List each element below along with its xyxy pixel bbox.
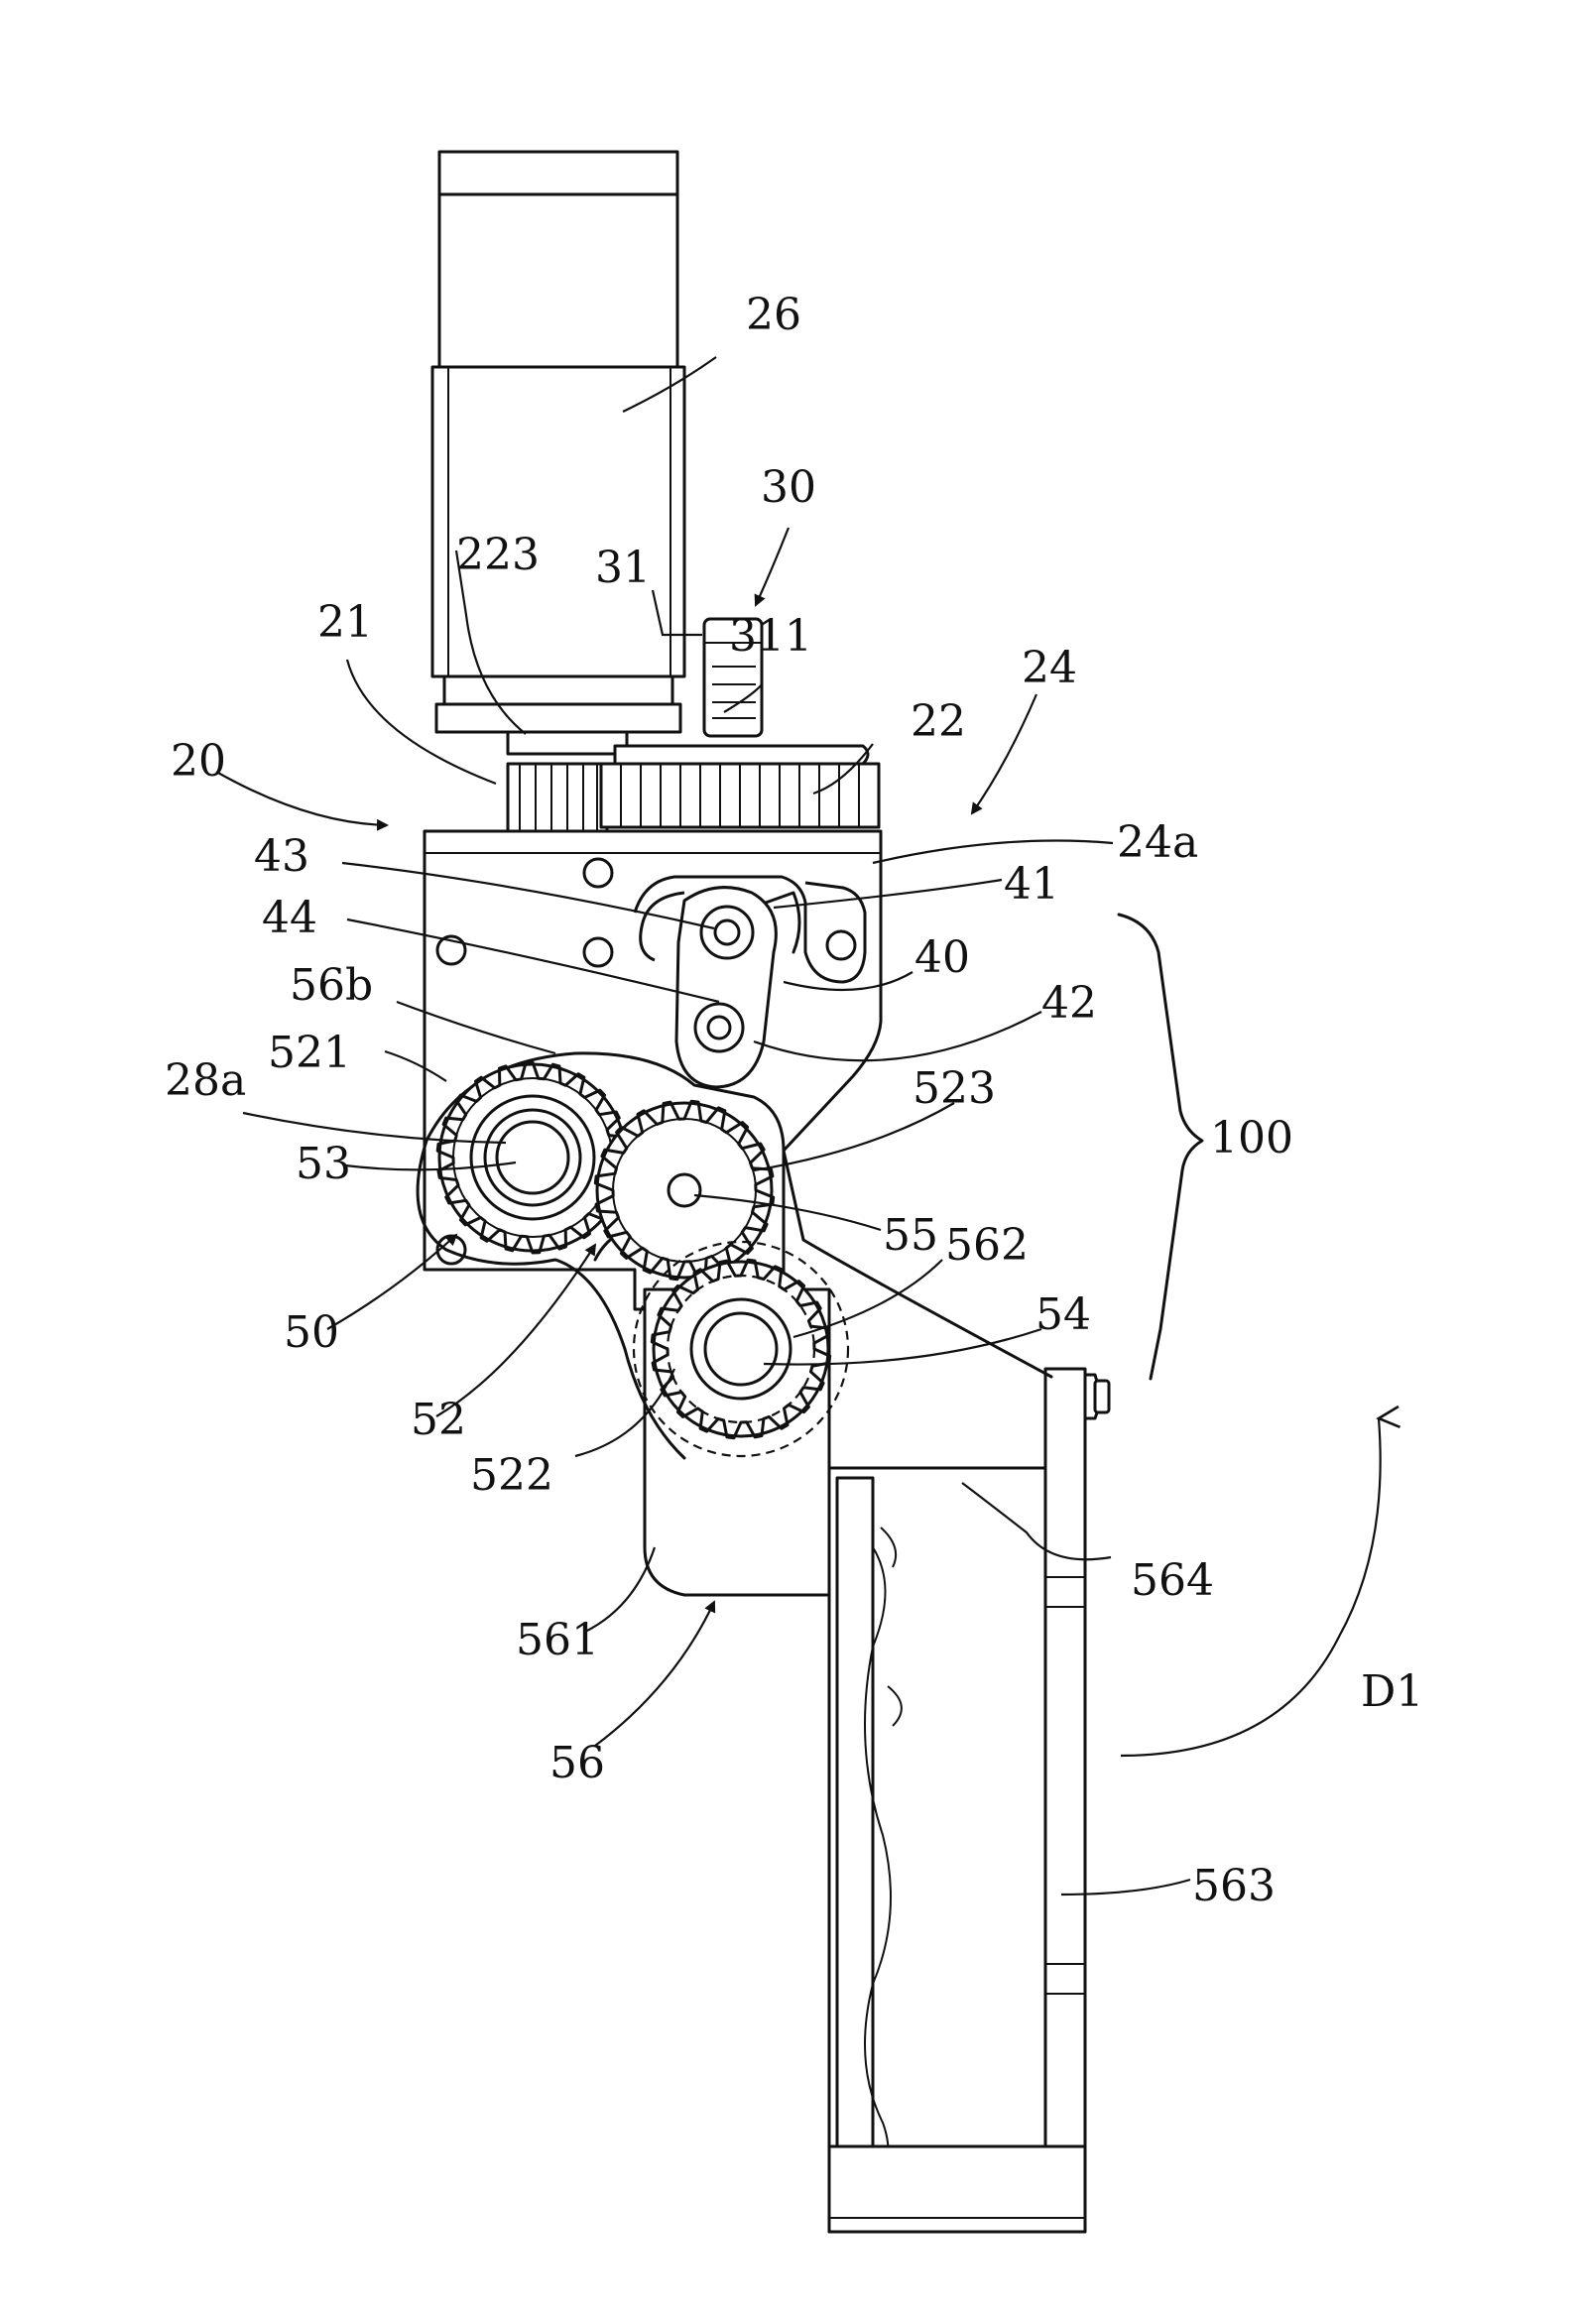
label-30: 30 bbox=[761, 462, 816, 513]
label-24: 24 bbox=[1022, 643, 1077, 693]
label-311: 311 bbox=[729, 611, 812, 662]
label-40: 40 bbox=[914, 932, 970, 983]
label-52: 52 bbox=[411, 1395, 466, 1445]
label-d1: D1 bbox=[1361, 1666, 1423, 1717]
label-28a: 28a bbox=[165, 1055, 246, 1106]
label-31: 31 bbox=[595, 543, 651, 593]
label-55: 55 bbox=[883, 1210, 938, 1261]
label-523: 523 bbox=[913, 1063, 996, 1114]
label-522: 522 bbox=[470, 1450, 553, 1501]
label-22: 22 bbox=[911, 696, 966, 747]
gear-55 bbox=[595, 1101, 773, 1279]
motor-26 bbox=[432, 152, 684, 754]
label-521: 521 bbox=[268, 1028, 351, 1078]
label-562: 562 bbox=[945, 1220, 1029, 1271]
gear-22 bbox=[601, 746, 879, 827]
label-50: 50 bbox=[284, 1307, 339, 1358]
label-26: 26 bbox=[746, 290, 801, 340]
gear-521 bbox=[437, 1062, 628, 1253]
label-56b: 56b bbox=[290, 960, 373, 1011]
label-53: 53 bbox=[296, 1139, 351, 1189]
label-21: 21 bbox=[317, 597, 373, 648]
label-56: 56 bbox=[549, 1738, 605, 1788]
label-563: 563 bbox=[1192, 1861, 1276, 1911]
label-54: 54 bbox=[1035, 1289, 1091, 1340]
label-41: 41 bbox=[1004, 859, 1059, 910]
label-43: 43 bbox=[254, 831, 309, 882]
label-223: 223 bbox=[456, 530, 540, 580]
label-44: 44 bbox=[262, 893, 317, 943]
brace-100 bbox=[1119, 915, 1202, 1379]
gear-21 bbox=[508, 764, 607, 831]
label-561: 561 bbox=[516, 1615, 599, 1665]
label-20: 20 bbox=[171, 736, 226, 787]
label-100: 100 bbox=[1210, 1113, 1293, 1163]
label-24a: 24a bbox=[1117, 817, 1198, 868]
label-42: 42 bbox=[1041, 978, 1097, 1029]
label-564: 564 bbox=[1131, 1555, 1214, 1606]
